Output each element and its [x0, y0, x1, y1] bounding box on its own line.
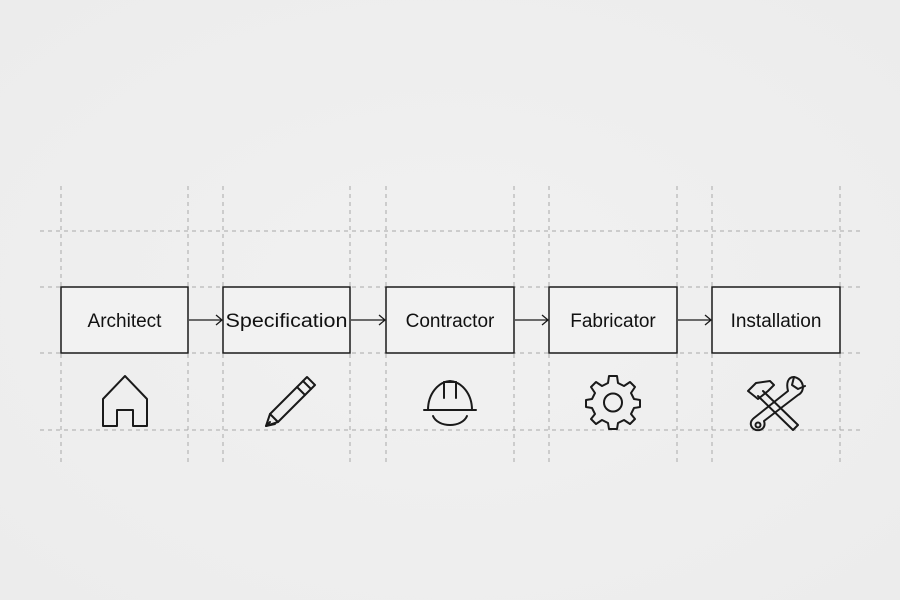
edge-specification-contractor [351, 314, 387, 326]
gear-icon [585, 375, 641, 430]
node-installation: Installation [711, 286, 841, 354]
edge-fabricator-installation [678, 314, 713, 326]
hard-hat-icon [423, 380, 477, 426]
pencil-icon [265, 376, 316, 427]
house-icon [102, 375, 148, 427]
edge-architect-specification [189, 314, 224, 326]
node-label: Fabricator [570, 311, 656, 332]
edges [189, 314, 713, 326]
node-box [548, 286, 678, 354]
node-label: Specification [226, 311, 348, 332]
node-box [60, 286, 189, 354]
node-label: Installation [731, 311, 822, 332]
node-contractor: Contractor [385, 286, 515, 354]
node-box [385, 286, 515, 354]
node-specification: Specification [222, 286, 351, 354]
node-label: Architect [88, 311, 163, 332]
edge-contractor-fabricator [515, 314, 550, 326]
node-label: Contractor [406, 311, 495, 332]
node-fabricator: Fabricator [548, 286, 678, 354]
node-box [222, 286, 351, 354]
hammer-wrench-icon [747, 376, 806, 432]
node-box [711, 286, 841, 354]
node-architect: Architect [60, 286, 189, 354]
